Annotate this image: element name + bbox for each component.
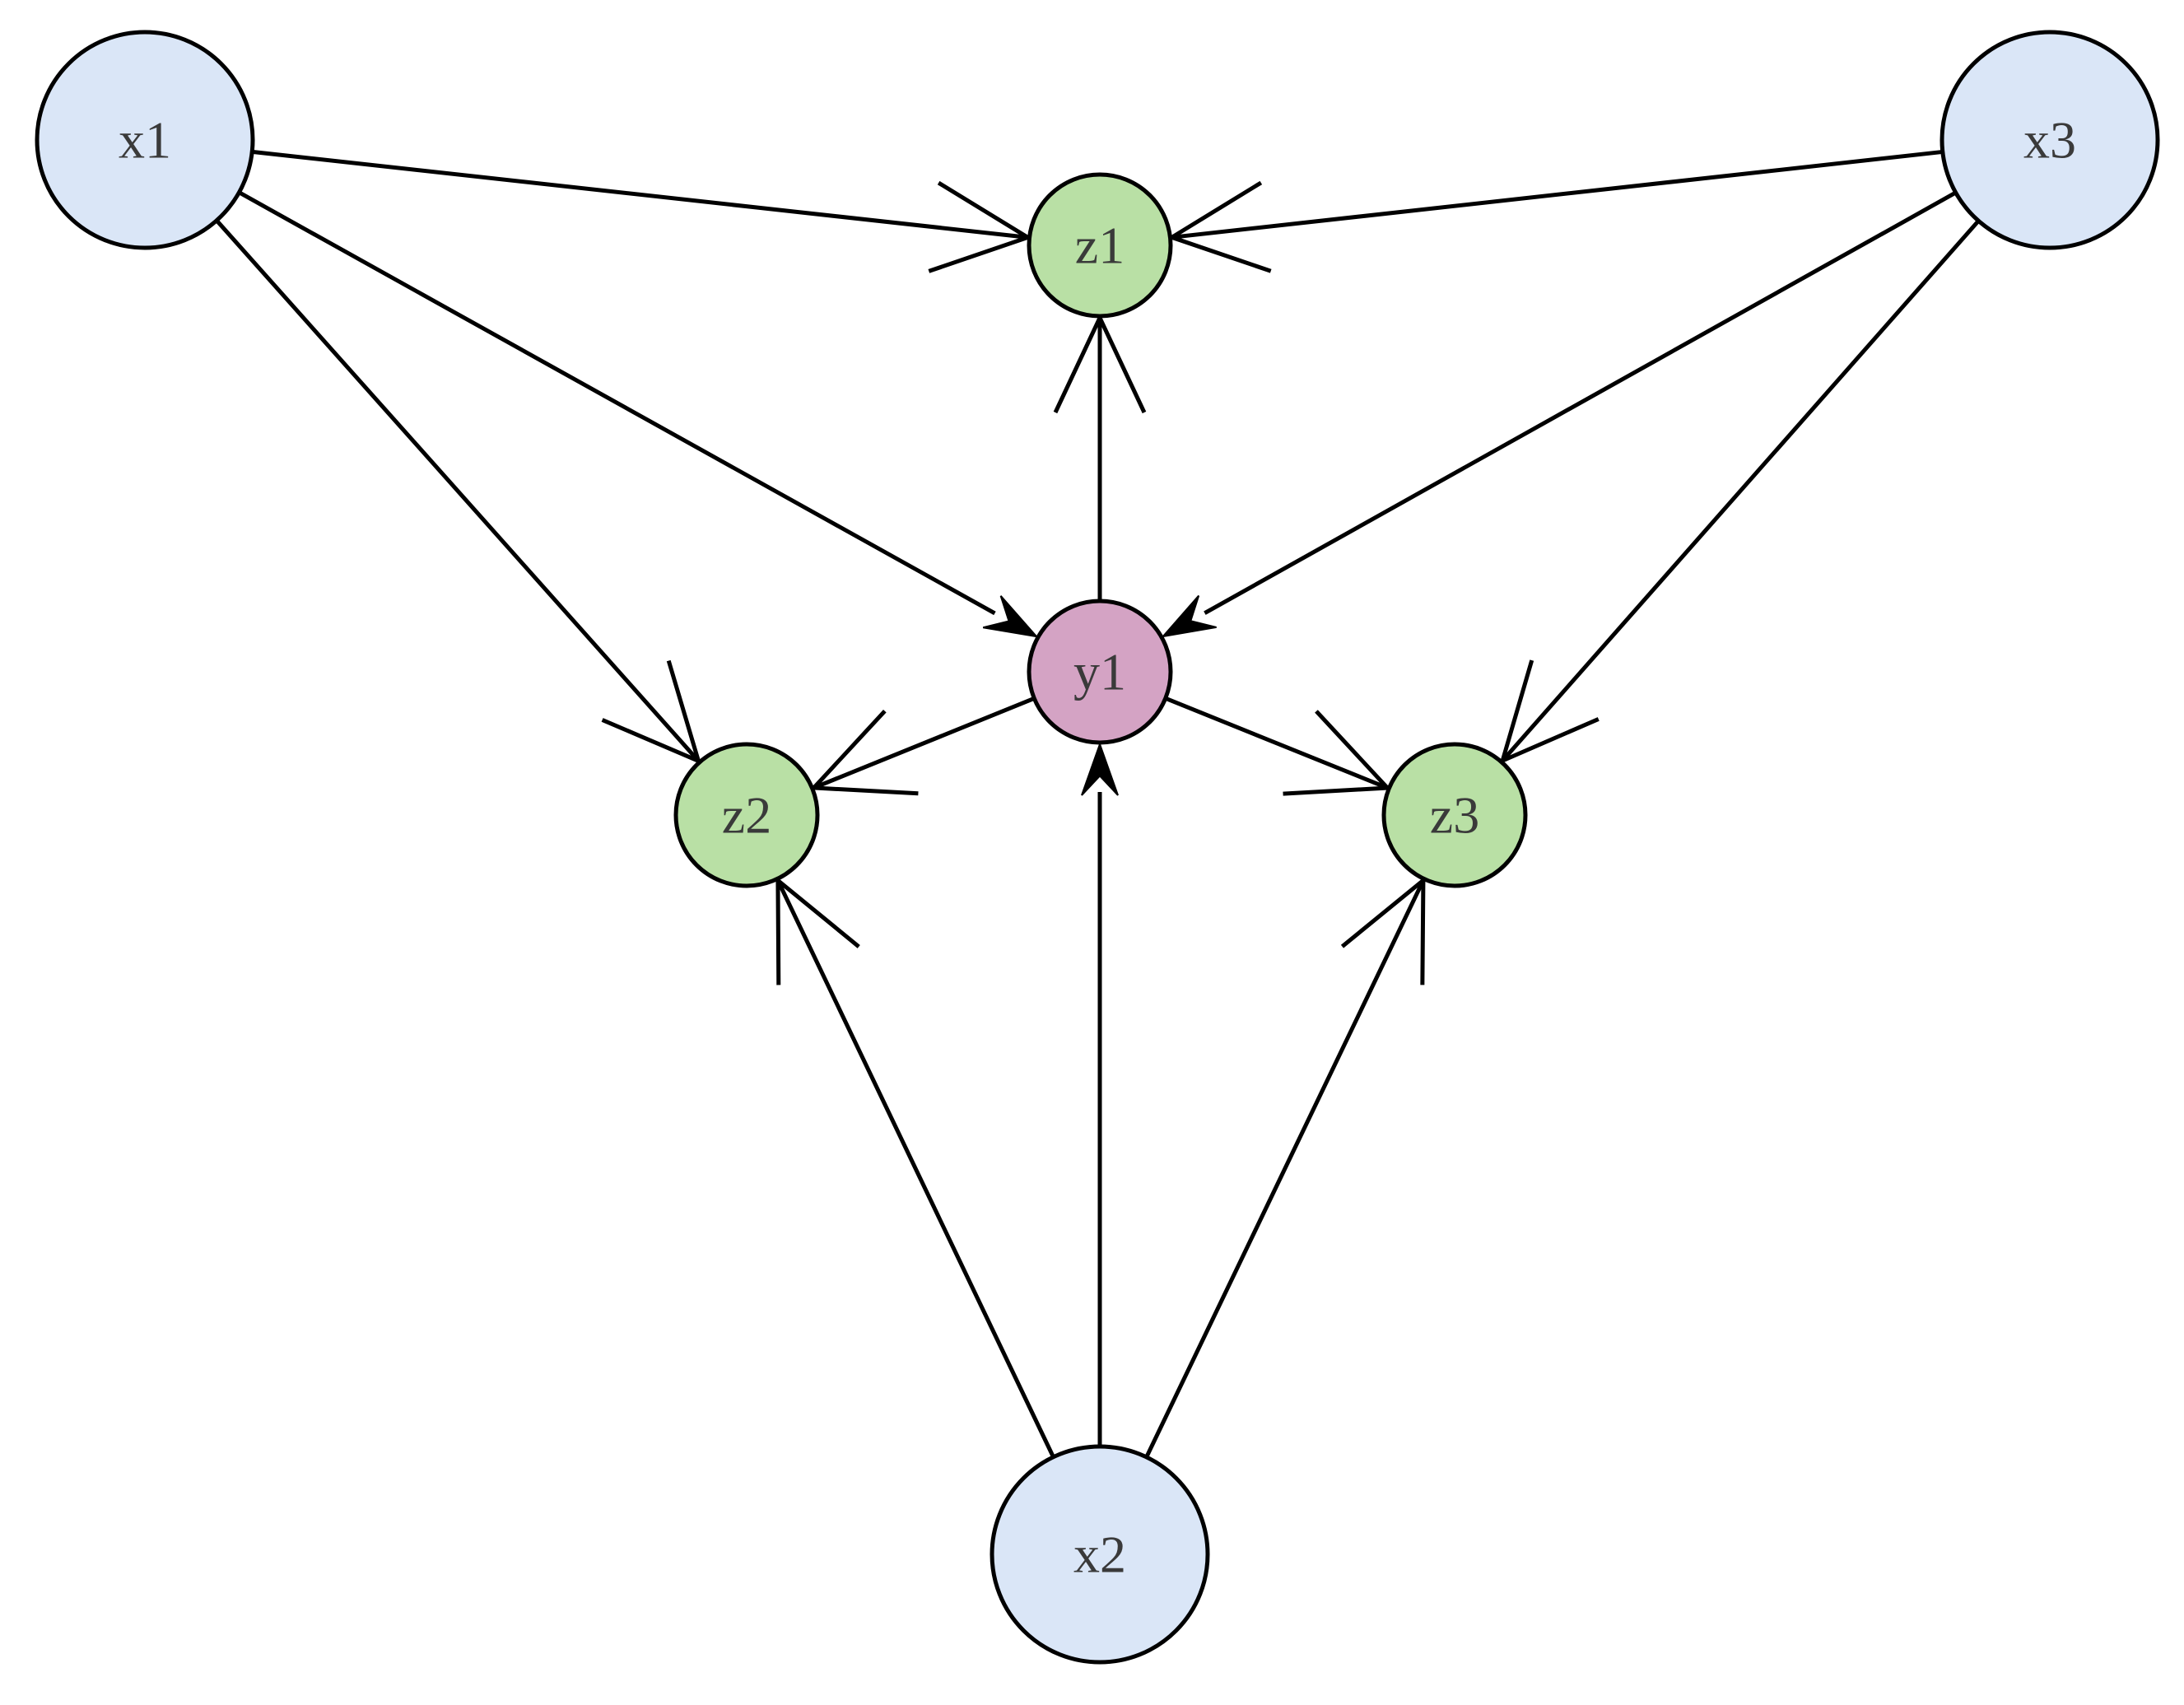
node-circle [1027,172,1173,319]
node-circle [1027,599,1173,745]
node-x3: x3 [1940,30,2160,250]
node-y1: y1 [1027,599,1173,745]
edge-x3-to-y1 [1161,190,1957,638]
node-circle [673,742,820,888]
node-label: x1 [119,111,171,170]
edge-x1-to-z1 [251,149,1033,273]
node-z1: z1 [1027,172,1173,319]
edge-line [1501,219,1981,762]
edge-line [251,149,1028,240]
edge-x1-to-y1 [238,190,1039,638]
edge-line [1164,696,1389,790]
edge-x2-to-y1 [1081,742,1119,1446]
node-label: z3 [1430,786,1479,845]
node-circle [1381,742,1528,888]
node-z3: z3 [1381,742,1528,888]
node-circle [35,30,255,250]
node-x1: x1 [35,30,255,250]
edge-line [238,190,996,616]
node-circle [1940,30,2160,250]
edge-x1-to-z2 [215,219,702,765]
edge-line [1144,879,1426,1458]
edge-line [775,879,1055,1458]
edge-line [1171,149,1944,240]
edge-line [215,219,701,762]
edges-layer [215,149,1981,1458]
edge-x2-to-z2 [775,876,1055,1458]
edge-y1-to-z2 [809,696,1036,796]
filled-arrowhead [1081,742,1119,796]
filled-arrowhead [1161,594,1217,638]
nodes-layer: x1 x2 x3 y1 z1 z2 z3 [35,30,2160,1665]
edge-x3-to-z1 [1167,149,1944,273]
edge-y1-to-z1 [1053,313,1147,601]
node-label: z2 [722,786,771,845]
node-label: y1 [1073,643,1126,701]
node-circle [990,1444,1210,1665]
edge-line [813,696,1036,790]
edge-x2-to-z3 [1144,876,1426,1458]
node-label: x3 [2023,111,2076,170]
filled-arrowhead [983,595,1039,638]
edge-y1-to-z3 [1164,696,1392,796]
edge-line [1204,190,1957,615]
edge-x3-to-z3 [1499,219,1981,765]
node-label: z1 [1075,217,1125,275]
node-label: x2 [1073,1526,1126,1584]
node-x2: x2 [990,1444,1210,1665]
node-z2: z2 [673,742,820,888]
